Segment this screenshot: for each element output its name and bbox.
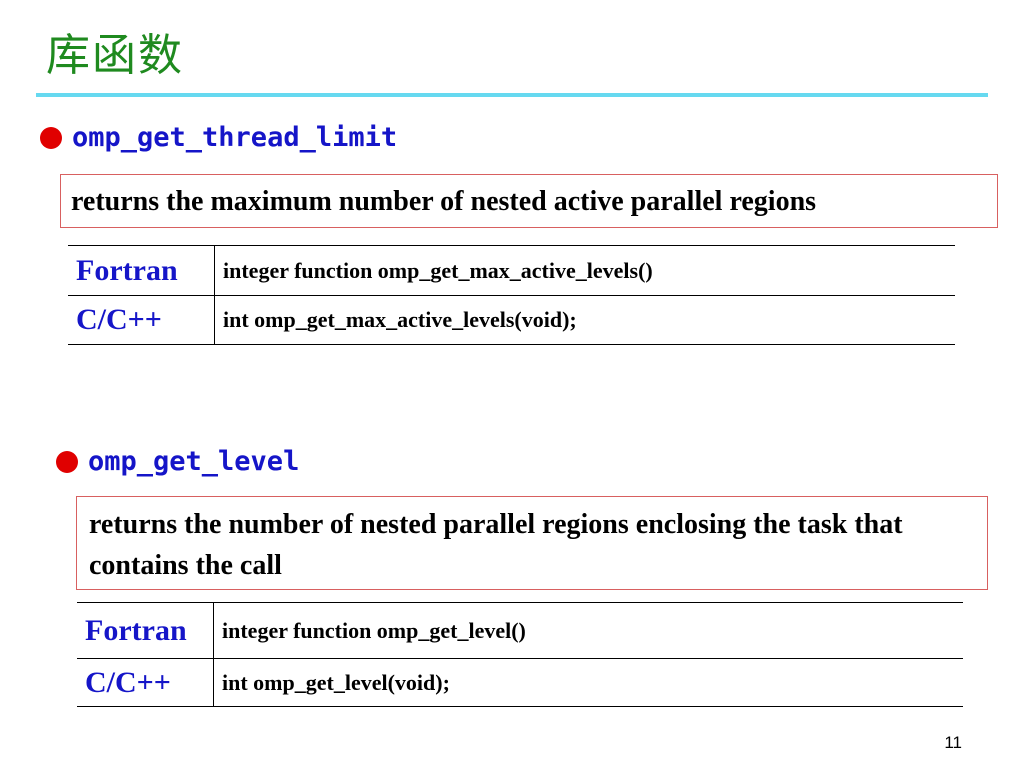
- language-cell: C/C++: [68, 295, 215, 345]
- description-box-1: returns the maximum number of nested act…: [60, 174, 998, 228]
- bullet-dot-icon: [56, 450, 78, 473]
- language-cell: C/C++: [77, 658, 214, 707]
- bullet-dot-icon: [40, 126, 62, 149]
- bullet-section1: omp_get_thread_limit: [40, 122, 397, 153]
- language-cell: Fortran: [77, 602, 214, 659]
- slide-title: 库函数: [46, 30, 184, 81]
- description-text-1: returns the maximum number of nested act…: [71, 186, 817, 217]
- signature-cell: int omp_get_max_active_levels(void);: [223, 307, 577, 332]
- function-name-1: omp_get_thread_limit: [72, 122, 398, 153]
- table-row: Fortran integer function omp_get_max_act…: [68, 245, 955, 296]
- title-divider: [36, 93, 988, 97]
- syntax-table-1: Fortran integer function omp_get_max_act…: [68, 245, 955, 345]
- function-name-2: omp_get_level: [88, 446, 300, 477]
- bullet-section2: omp_get_level: [56, 446, 299, 477]
- page-number: 11: [944, 733, 962, 752]
- language-cell: Fortran: [68, 245, 215, 296]
- signature-cell: int omp_get_level(void);: [222, 669, 450, 695]
- table-row: C/C++ int omp_get_max_active_levels(void…: [68, 295, 955, 345]
- table-row: Fortran integer function omp_get_level(): [77, 602, 963, 659]
- syntax-table-2: Fortran integer function omp_get_level()…: [77, 602, 963, 707]
- description-text-2: returns the number of nested parallel re…: [89, 509, 903, 581]
- signature-cell: integer function omp_get_max_active_leve…: [214, 245, 955, 296]
- description-box-2: returns the number of nested parallel re…: [76, 496, 988, 590]
- signature-cell: integer function omp_get_level(): [213, 602, 963, 659]
- table-row: C/C++ int omp_get_level(void);: [77, 658, 963, 707]
